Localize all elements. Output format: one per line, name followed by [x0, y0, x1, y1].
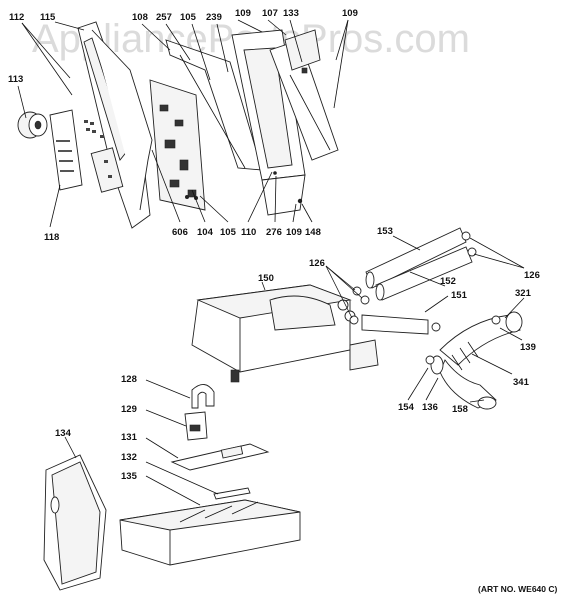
tube-part	[213, 487, 251, 500]
label-131: 131	[121, 432, 138, 443]
label-257: 257	[156, 12, 172, 23]
bracket-part	[165, 39, 263, 171]
label-276: 276	[266, 227, 282, 238]
label-118: 118	[44, 232, 59, 243]
label-135: 135	[121, 471, 138, 482]
drawer-insert-part	[170, 443, 270, 471]
label-109-right: 109	[342, 8, 358, 19]
circuit-board-part	[149, 79, 206, 211]
label-136: 136	[422, 402, 438, 413]
control-panel-part	[77, 21, 153, 229]
label-110: 110	[241, 227, 256, 238]
label-341: 341	[513, 377, 530, 388]
label-115: 115	[40, 12, 56, 23]
label-109: 109	[235, 8, 251, 19]
label-239: 239	[206, 12, 222, 23]
label-109-lower: 109	[286, 227, 302, 238]
label-129: 129	[121, 404, 137, 415]
siphon-part	[184, 411, 208, 441]
siphon-cap-part	[191, 384, 215, 409]
label-148: 148	[305, 227, 321, 238]
label-126-left: 126	[309, 258, 325, 269]
bellows-hose-part	[425, 311, 523, 410]
label-321: 321	[515, 288, 532, 299]
label-139: 139	[520, 342, 536, 353]
label-134: 134	[55, 428, 72, 439]
label-128: 128	[121, 374, 137, 385]
label-113: 113	[8, 74, 23, 85]
label-152: 152	[440, 276, 456, 287]
label-126-right: 126	[524, 270, 540, 281]
label-104: 104	[197, 227, 214, 238]
label-105: 105	[180, 12, 197, 23]
drawer-handle-part	[43, 454, 107, 591]
label-133: 133	[283, 8, 299, 19]
dispenser-housing-part	[191, 284, 379, 383]
label-154: 154	[398, 402, 415, 413]
label-105-lower: 105	[220, 227, 237, 238]
leader-lines	[17, 19, 525, 506]
overlay-part	[49, 109, 83, 191]
screws	[185, 171, 303, 204]
label-158: 158	[452, 404, 468, 415]
label-606: 606	[172, 227, 188, 238]
rail-part	[269, 29, 339, 161]
label-151: 151	[451, 290, 468, 301]
callout-labels: 112 115 108 257 105 239 109 107 133 109 …	[8, 8, 540, 482]
hoses-part	[361, 227, 473, 335]
dispenser-drawer-part	[119, 499, 301, 566]
knob-part	[17, 111, 48, 139]
label-112: 112	[9, 12, 24, 23]
label-107: 107	[262, 8, 278, 19]
label-153: 153	[377, 226, 393, 237]
label-108: 108	[132, 12, 148, 23]
art-number: (ART NO. WE640 C)	[478, 584, 558, 594]
label-150: 150	[258, 273, 274, 284]
label-132: 132	[121, 452, 137, 463]
